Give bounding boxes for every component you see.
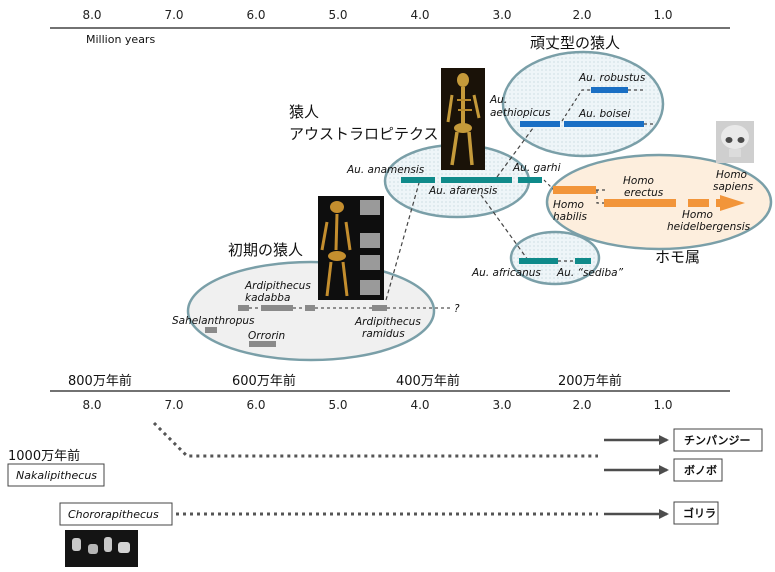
bar-habilis [553, 186, 596, 194]
mya-label: 200万年前 [558, 373, 622, 389]
bar-afarensis [441, 177, 512, 183]
label-orrorin: Orrorin [248, 330, 285, 342]
label-nakalipithecus: Nakalipithecus [16, 469, 97, 482]
bar-ramidus [372, 305, 387, 311]
bar-erectus [604, 199, 676, 207]
mya-label: 400万年前 [396, 373, 460, 389]
axis-unit-label: Million years [86, 33, 155, 46]
group-label-australopith-2: アウストラロピテクス [289, 125, 439, 143]
arrow-sapiens [716, 195, 745, 211]
label-sahelanthropus: Sahelanthropus [172, 315, 255, 327]
group-label-early: 初期の猿人 [228, 241, 303, 259]
bar-orrorin [249, 341, 276, 347]
label-robustus: Au. robustus [578, 72, 646, 84]
bar-aethiopicus [520, 121, 560, 127]
homo-sapiens-skull-photo [716, 121, 754, 163]
label-garhi: Au. garhi [512, 162, 561, 174]
label-bonobo: ボノボ [684, 463, 717, 477]
bottom-tick: 5.0 [328, 398, 347, 412]
bar-boisei [564, 121, 644, 127]
bar-sediba [575, 258, 591, 264]
bar-robustus [591, 87, 628, 93]
chororapithecus-box [59, 502, 173, 526]
top-tick: 2.0 [572, 8, 591, 22]
link-ramidus-anamensis [385, 182, 420, 301]
label-aethiopicus-1: Au. [489, 94, 507, 106]
label-sapiens-2: sapiens [713, 181, 754, 193]
group-label-australopith-1: 猿人 [289, 103, 319, 121]
chororapithecus-teeth-photo [65, 530, 138, 567]
link-afarensis-africanus [480, 194, 529, 261]
question-mark: ? [454, 303, 460, 315]
label-chimp: チンパンジー [684, 434, 751, 447]
nakalipithecus-box [7, 463, 105, 487]
link-afarensis-aethiopicus [496, 123, 537, 178]
bar-anamensis [401, 177, 435, 183]
label-ardi-kadabba-1: Ardipithecus [244, 280, 311, 292]
link-aethiopicus-robustus [561, 89, 591, 122]
top-tick: 4.0 [410, 8, 429, 22]
group-label-robust: 頑丈型の猿人 [530, 34, 620, 52]
top-tick: 1.0 [653, 8, 672, 22]
top-tick: 8.0 [82, 8, 101, 22]
label-ardi-ramidus-1: Ardipithecus [354, 316, 421, 328]
label-sediba: Au. “sediba” [556, 267, 624, 279]
bar-kadabba-c [305, 305, 315, 311]
gorilla-box [673, 501, 719, 525]
bottom-tick: 3.0 [492, 398, 511, 412]
label-habilis-1: Homo [553, 199, 584, 211]
chimp-box [673, 428, 763, 452]
mya-label: 600万年前 [232, 373, 296, 389]
label-erectus-2: erectus [624, 187, 664, 199]
ten-mya-label: 1000万年前 [8, 448, 80, 464]
bottom-tick: 7.0 [164, 398, 183, 412]
label-sapiens-1: Homo [716, 169, 747, 181]
label-habilis-2: habilis [553, 211, 588, 223]
label-boisei: Au. boisei [578, 108, 630, 120]
label-erectus-1: Homo [623, 175, 654, 187]
ardi-skeleton-photo [318, 196, 384, 300]
bonobo-box [673, 458, 723, 482]
top-tick: 3.0 [492, 8, 511, 22]
top-tick: 7.0 [164, 8, 183, 22]
robust-ellipse [501, 50, 665, 158]
bottom-tick: 1.0 [653, 398, 672, 412]
label-afarensis: Au. afarensis [428, 185, 498, 197]
link-habilis-lower [596, 190, 604, 204]
top-tick: 5.0 [328, 8, 347, 22]
bottom-tick: 6.0 [246, 398, 265, 412]
top-tick: 6.0 [246, 8, 265, 22]
mya-label: 800万年前 [68, 373, 132, 389]
bar-sahelanthropus [205, 327, 217, 333]
bar-heidelbergensis [688, 199, 709, 207]
label-aethiopicus-2: aethiopicus [490, 107, 551, 119]
label-africanus: Au. africanus [471, 267, 541, 279]
bar-garhi [518, 177, 542, 183]
bar-africanus [519, 258, 558, 264]
lucy-skeleton-photo [441, 68, 485, 170]
bottom-tick: 2.0 [572, 398, 591, 412]
label-heidelbergensis-2: heidelbergensis [667, 221, 751, 233]
pan-lineage-dotted [152, 421, 598, 458]
label-anamensis: Au. anamensis [346, 164, 425, 176]
bottom-tick: 8.0 [82, 398, 101, 412]
label-chororapithecus: Chororapithecus [68, 508, 159, 521]
label-heidelbergensis-1: Homo [682, 209, 713, 221]
group-label-homo: ホモ属 [655, 248, 700, 266]
bar-kadabba-a [238, 305, 249, 311]
label-ardi-kadabba-2: kadabba [245, 292, 290, 304]
bottom-tick: 4.0 [410, 398, 429, 412]
label-ardi-ramidus-2: ramidus [362, 328, 405, 340]
label-gorilla: ゴリラ [683, 506, 716, 520]
bar-kadabba-b [261, 305, 293, 311]
